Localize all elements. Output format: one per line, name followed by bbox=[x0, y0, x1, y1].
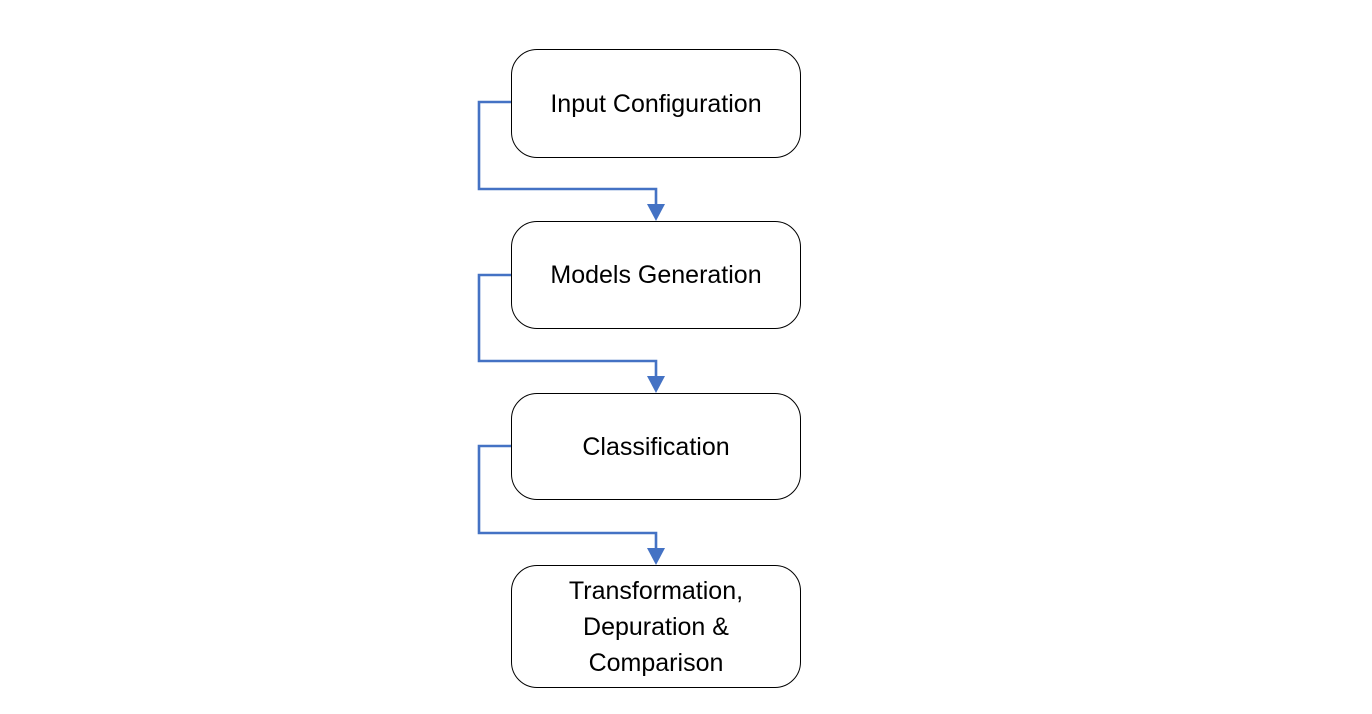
step-label: Classification bbox=[582, 432, 730, 461]
arrowhead-icon bbox=[647, 204, 665, 221]
connector-line-1-to-2 bbox=[477, 100, 658, 205]
step-box-transformation-depuration-comparison: Transformation, Depuration & Comparison bbox=[511, 565, 801, 688]
step-box-input-configuration: Input Configuration bbox=[511, 49, 801, 158]
step-label: Models Generation bbox=[550, 261, 762, 289]
arrowhead-icon bbox=[647, 376, 665, 393]
step-box-classification: Classification bbox=[511, 393, 801, 500]
step-label: Input Configuration bbox=[550, 89, 762, 118]
arrowhead-icon bbox=[647, 548, 665, 565]
connector-line-3-to-4 bbox=[477, 444, 658, 549]
step-label: Transformation, Depuration & Comparison bbox=[568, 576, 744, 677]
connector-line-2-to-3 bbox=[477, 273, 658, 377]
step-box-models-generation: Models Generation bbox=[511, 221, 801, 329]
